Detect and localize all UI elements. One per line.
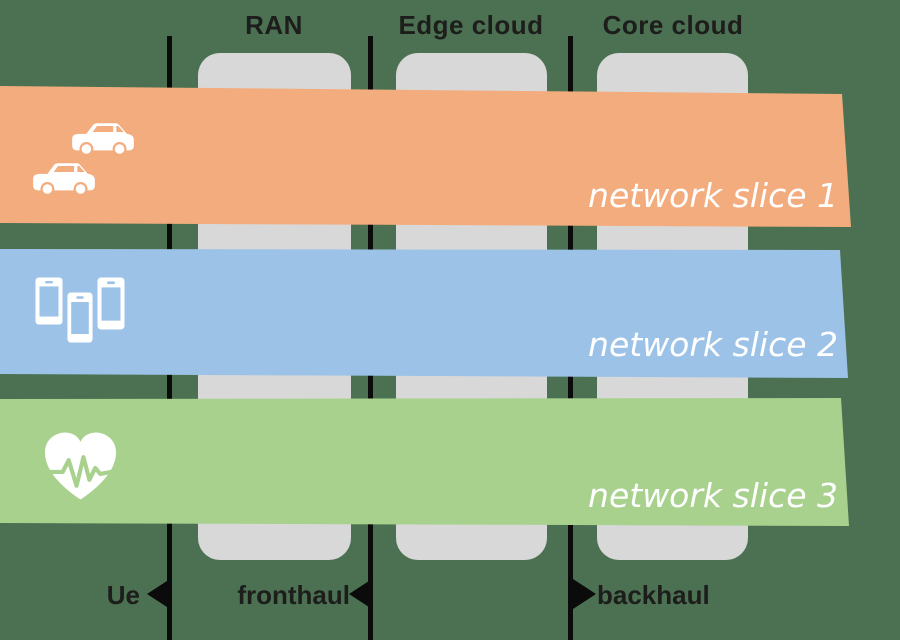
right-arrow-icon: [573, 579, 596, 609]
left-arrow-icon: [147, 579, 170, 609]
smartphone-icon: [35, 277, 63, 330]
network-slice-2-label: network slice 2: [588, 325, 838, 364]
interface-label-backhaul: backhaul: [597, 580, 710, 610]
network-slice-3-label: network slice 3: [588, 476, 838, 515]
interface-label-ue: Ue: [106, 580, 140, 610]
interface-label-fronthaul: fronthaul: [237, 580, 350, 610]
left-arrow-icon: [349, 579, 372, 609]
car-icon: [29, 160, 99, 200]
column-header-ran: RAN: [245, 10, 303, 40]
network-slice-3-band: network slice 3: [0, 398, 849, 526]
network-slice-1-label: network slice 1: [588, 176, 838, 215]
heart-ecg-icon: [43, 430, 118, 508]
network-slice-1-band: network slice 1: [0, 86, 851, 227]
network-slice-2-band: network slice 2: [0, 249, 848, 378]
column-header-edge-cloud: Edge cloud: [398, 10, 544, 40]
smartphone-icon: [97, 277, 125, 335]
smartphone-icon: [67, 292, 93, 348]
column-header-core-cloud: Core cloud: [602, 10, 744, 40]
car-icon: [68, 120, 138, 160]
